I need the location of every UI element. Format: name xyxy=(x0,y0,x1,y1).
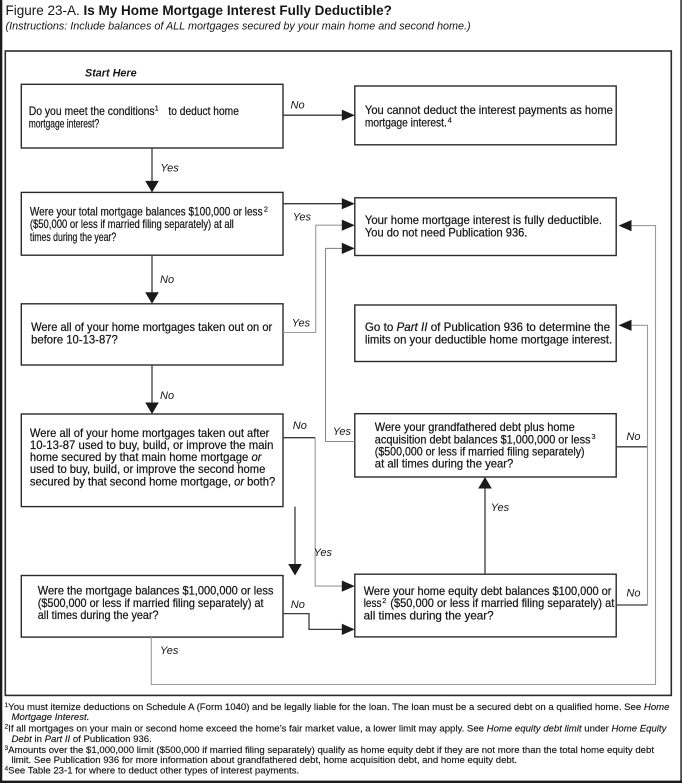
svg-text:Yes: Yes xyxy=(333,426,352,438)
svg-text:($500,000 or less if married f: ($500,000 or less if married filing sepa… xyxy=(38,597,264,610)
svg-text:Were your home equity debt bal: Were your home equity debt balances $100… xyxy=(364,585,612,598)
svg-text:4​See Table 23-1 for where to: 4​See Table 23-1 for where to deduct oth… xyxy=(5,766,300,777)
svg-text:You do not need Publication 93: You do not need Publication 936. xyxy=(365,227,528,240)
svg-text:1: 1 xyxy=(155,104,159,113)
svg-text:No: No xyxy=(291,99,305,111)
svg-text:($50,000 or less if married fi: ($50,000 or less if married filing separ… xyxy=(30,218,234,231)
svg-text:Yes: Yes xyxy=(160,163,179,175)
svg-text:1​You must itemize deductions: 1​You must itemize deductions on Schedul… xyxy=(5,702,670,713)
svg-text:No: No xyxy=(626,588,640,600)
svg-text:Were all of your home mortgage: Were all of your home mortgages taken ou… xyxy=(30,427,270,440)
svg-text:No: No xyxy=(160,274,174,286)
svg-text:less: less xyxy=(364,597,382,610)
svg-text:No: No xyxy=(291,599,305,611)
svg-text:used to buy, build, or improve: used to buy, build, or improve the secon… xyxy=(30,463,266,476)
svg-text:($50,000 or less if married fi: ($50,000 or less if married filing separ… xyxy=(390,597,615,610)
svg-text:times during the year?: times during the year? xyxy=(30,231,117,244)
svg-text:limits on your deductible home: limits on your deductible home mortgage … xyxy=(365,334,612,347)
svg-text:Were your grandfathered debt p: Were your grandfathered debt plus home xyxy=(375,421,575,434)
svg-text:Do you meet the conditions: Do you meet the conditions xyxy=(29,105,155,118)
svg-text:Debt in Part II of Publication: Debt in Part II of Publication 936. xyxy=(12,734,152,745)
svg-text:You cannot deduct the interest: You cannot deduct the interest payments … xyxy=(365,104,613,117)
svg-text:Yes: Yes xyxy=(491,502,510,514)
svg-text:No: No xyxy=(626,431,640,443)
svg-text:Were the mortgage balances $1,: Were the mortgage balances $1,000,000 or… xyxy=(38,585,274,598)
svg-text:Were your total mortgage balan: Were your total mortgage balances $100,0… xyxy=(30,206,263,219)
svg-text:Yes: Yes xyxy=(292,317,311,329)
svg-text:2: 2 xyxy=(382,596,386,605)
svg-text:10-13-87 used to buy, build, o: 10-13-87 used to buy, build, or improve … xyxy=(30,439,274,452)
svg-text:Start Here: Start Here xyxy=(85,68,137,80)
svg-text:Mortgage Interest.: Mortgage Interest. xyxy=(12,712,90,723)
svg-text:Figure 23-A. Is My Home Mortga: Figure 23-A. Is My Home Mortgage Interes… xyxy=(6,3,392,18)
svg-text:2​If all mortgages on your mai: 2​If all mortgages on your main or secon… xyxy=(5,724,668,735)
svg-text:home secured by that main home: home secured by that main home mortgage … xyxy=(30,451,263,464)
svg-text:to deduct home: to deduct home xyxy=(168,105,239,118)
svg-text:mortgage interest.: mortgage interest. xyxy=(365,117,447,130)
svg-text:Your home mortgage interest is: Your home mortgage interest is fully ded… xyxy=(365,214,602,227)
svg-text:Go to Part II of Publication 9: Go to Part II of Publication 936 to dete… xyxy=(365,321,610,334)
svg-text:($500,000 or less if married f: ($500,000 or less if married filing sepa… xyxy=(375,446,585,459)
svg-text:acquisition debt balances $1,0: acquisition debt balances $1,000,000 or … xyxy=(375,433,591,446)
svg-text:4: 4 xyxy=(448,116,452,125)
svg-text:Yes: Yes xyxy=(293,212,312,224)
svg-text:all times during the year?: all times during the year? xyxy=(38,609,159,622)
svg-text:No: No xyxy=(293,420,307,432)
svg-text:limit. See Publication 936 for: limit. See Publication 936 for more info… xyxy=(12,755,518,766)
svg-text:before 10-13-87?: before 10-13-87? xyxy=(31,334,118,347)
svg-text:2: 2 xyxy=(264,204,268,213)
svg-text:(Instructions: Include balance: (Instructions: Include balances of ALL m… xyxy=(6,21,471,33)
svg-text:all times during the year?: all times during the year? xyxy=(364,609,494,622)
svg-text:secured by that second home mo: secured by that second home mortgage, or… xyxy=(30,475,276,488)
svg-text:at all times during the year?: at all times during the year? xyxy=(375,458,514,471)
svg-text:Yes: Yes xyxy=(314,547,333,559)
svg-text:Yes: Yes xyxy=(160,645,179,657)
svg-text:No: No xyxy=(160,390,174,402)
svg-text:mortgage interest?: mortgage interest? xyxy=(29,118,100,131)
svg-text:3​Amounts over the $1,000,000: 3​Amounts over the $1,000,000 limit ($50… xyxy=(5,745,655,756)
svg-text:Were all of your home mortgage: Were all of your home mortgages taken ou… xyxy=(31,321,272,334)
svg-text:3: 3 xyxy=(592,432,596,441)
